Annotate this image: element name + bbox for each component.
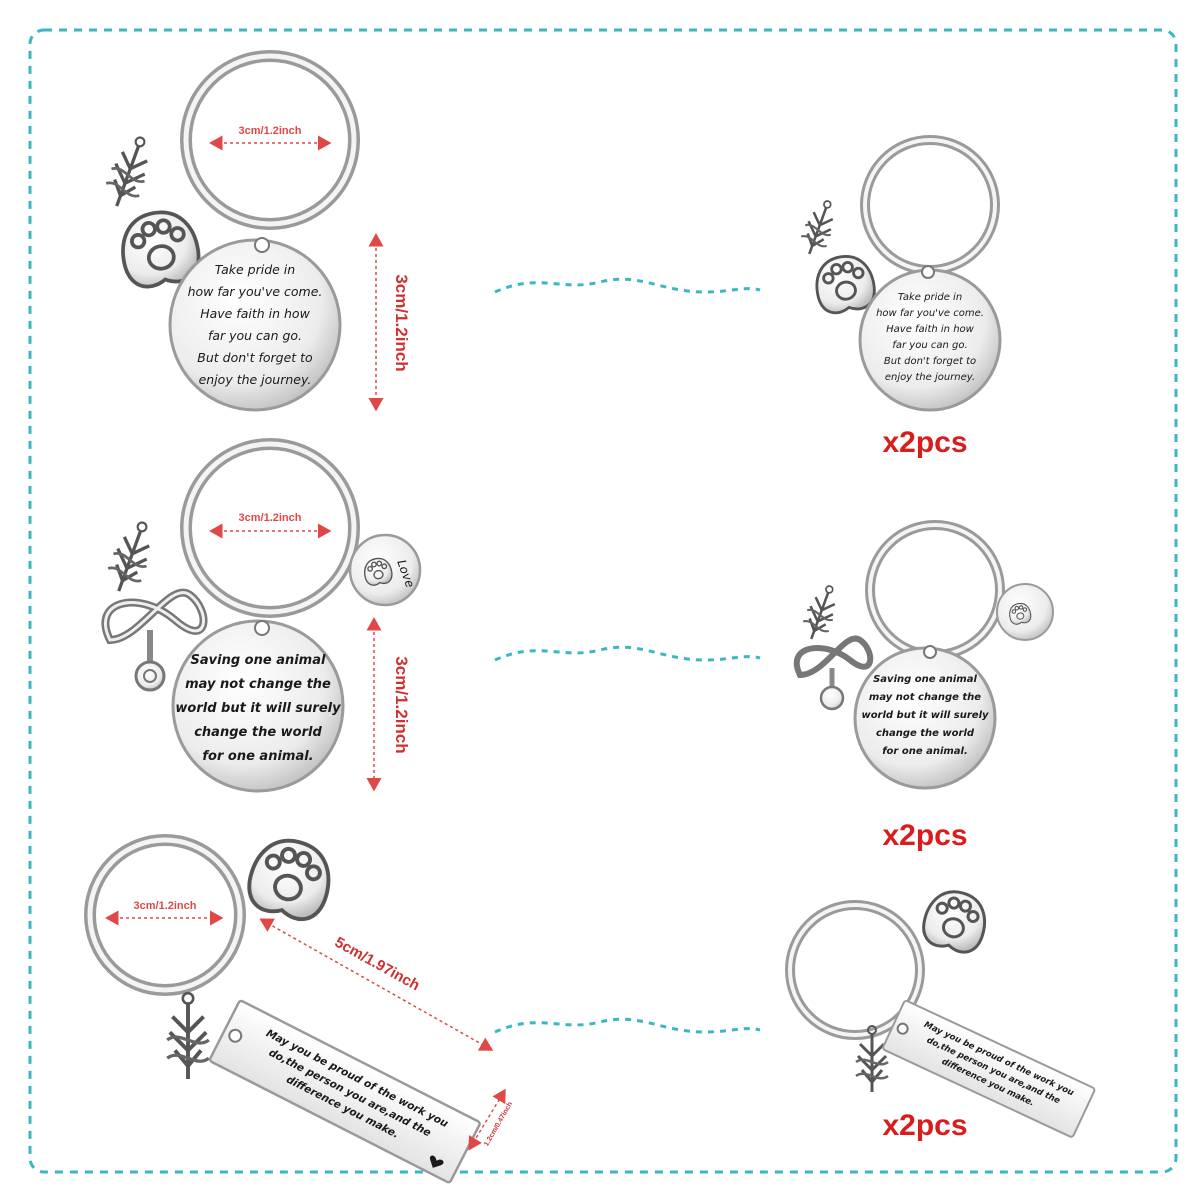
stethoscope-charm [101, 588, 208, 692]
pendant-text-line: But don't forget to [197, 350, 313, 365]
keychain-3-large: May you be proud of the work you do,the … [84, 830, 481, 1184]
heart-icon [429, 1155, 444, 1168]
svg-text:3cm/1.2inch: 3cm/1.2inch [239, 125, 302, 137]
caduceus-charm [165, 991, 211, 1081]
quantity-label: x2pcs [882, 1109, 967, 1142]
paw-love-tag: Love [348, 533, 422, 607]
keychain-1-small: Take pride in how far you've come. Have … [795, 135, 1002, 412]
round-pendant [168, 238, 342, 412]
pendant-text-line: far you can go. [208, 328, 302, 343]
svg-text:far you can go.: far you can go. [892, 340, 967, 351]
keychain-1-large: Take pride in how far you've come. Have … [98, 50, 360, 412]
dashed-border [28, 28, 1178, 1174]
svg-text:may not change the: may not change the [185, 677, 331, 692]
caduceus-charm [98, 130, 160, 214]
keychain-3-small: May you be proud of the work you do,the … [785, 883, 1096, 1138]
svg-text:3cm/1.2inch: 3cm/1.2inch [392, 656, 411, 753]
svg-text:how far you've come.: how far you've come. [876, 308, 984, 319]
quantity-label: x2pcs [882, 426, 967, 459]
wave-connector [494, 645, 761, 662]
svg-text:1.2cm/0.47inch: 1.2cm/0.47inch [483, 1101, 514, 1148]
ring-dimension: 3cm/1.2inch [209, 125, 332, 151]
svg-text:change the world: change the world [876, 728, 975, 739]
pendant-text-line: Take pride in [215, 262, 296, 277]
svg-text:world but it will surely: world but it will surely [861, 710, 989, 721]
ring-dimension: 3cm/1.2inch [105, 900, 224, 926]
pendant-dimension: 3cm/1.2inch [368, 233, 411, 412]
svg-text:world but it will surely: world but it will surely [175, 701, 341, 716]
svg-text:Have faith in how: Have faith in how [886, 324, 975, 335]
svg-text:Take pride in: Take pride in [898, 292, 962, 303]
round-pendant [171, 619, 345, 793]
keychain-2-large: Love Saving one animal may not change th… [100, 438, 422, 793]
bar-pendant: May you be proud of the work you do,the … [208, 999, 481, 1184]
svg-text:for one animal.: for one animal. [882, 746, 968, 757]
bar-width-dimension: 1.2cm/0.47inch [468, 1088, 514, 1151]
caduceus-charm [100, 515, 162, 599]
pendant-text-line: enjoy the journey. [199, 372, 312, 387]
svg-text:enjoy the journey.: enjoy the journey. [885, 372, 975, 383]
pendant-dimension: 3cm/1.2inch [366, 617, 411, 792]
svg-text:Saving one animal: Saving one animal [873, 674, 977, 685]
svg-text:3cm/1.2inch: 3cm/1.2inch [392, 274, 411, 371]
svg-text:3cm/1.2inch: 3cm/1.2inch [239, 512, 302, 524]
pendant-text-line: Have faith in how [200, 306, 310, 321]
ring-dimension: 3cm/1.2inch [209, 512, 332, 539]
svg-text:for one animal.: for one animal. [202, 749, 313, 764]
wave-connector [494, 277, 761, 294]
quantity-label: x2pcs [882, 819, 967, 852]
wave-connector [494, 1017, 761, 1034]
svg-text:change the world: change the world [194, 725, 322, 740]
svg-text:3cm/1.2inch: 3cm/1.2inch [134, 900, 197, 912]
svg-text:Saving one animal: Saving one animal [191, 653, 326, 668]
svg-text:may not change the: may not change the [869, 692, 981, 703]
paw-charm [241, 830, 340, 927]
keychain-2-small: Saving one animal may not change the wor… [793, 520, 1054, 790]
pendant-text-line: how far you've come. [188, 284, 323, 299]
svg-text:But don't forget to: But don't forget to [884, 356, 976, 367]
